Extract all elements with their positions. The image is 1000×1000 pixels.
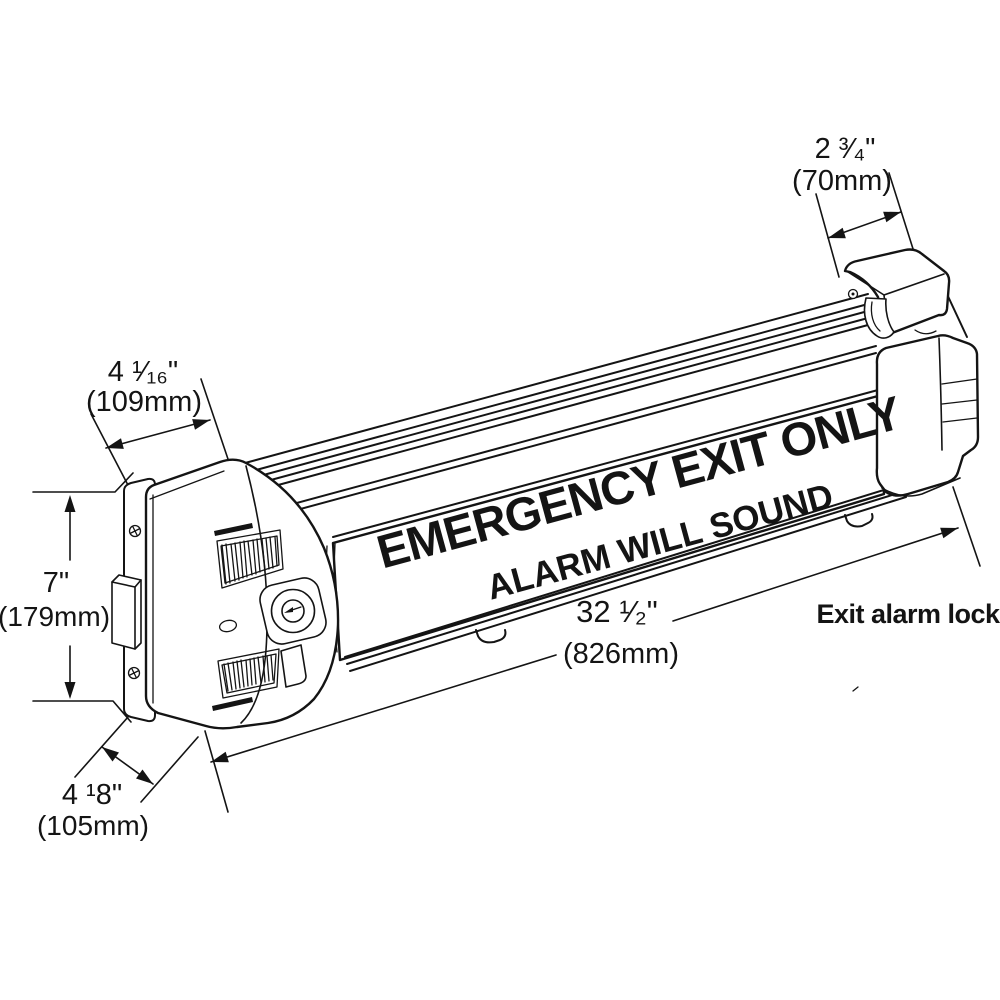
pad-bracket — [280, 644, 307, 688]
dim-top-depth — [90, 378, 231, 490]
arrowhead — [940, 527, 958, 539]
bottom-grille — [212, 648, 280, 711]
latch-body — [843, 248, 951, 335]
dim-length-mm: (826mm) — [563, 638, 679, 670]
latch-screw-dot — [851, 292, 855, 296]
arrowhead — [64, 495, 76, 512]
mount-foot — [475, 629, 507, 644]
dim-bottom-depth — [74, 716, 199, 803]
end-cap-foot — [881, 477, 961, 497]
stray-mark — [852, 686, 859, 692]
end-cap — [875, 334, 980, 497]
arrowhead — [883, 211, 901, 223]
mount-foot — [844, 513, 874, 528]
arrowhead — [828, 227, 846, 239]
arrowhead — [136, 769, 153, 784]
dim-bottom-depth-mm: (105mm) — [37, 810, 149, 841]
head-top-face — [149, 470, 225, 500]
arrowhead — [64, 682, 76, 699]
screw-bottom — [127, 666, 141, 680]
end-cap-edge — [938, 337, 943, 451]
latch-hook-inner — [870, 301, 881, 332]
arrowhead — [102, 747, 119, 762]
latch-strike-curve — [914, 329, 937, 335]
bottom-flange — [344, 483, 907, 672]
screw-top — [128, 524, 142, 538]
end-cap-body — [875, 334, 980, 497]
latch-top-edge — [883, 273, 945, 296]
dim-top-depth-mm: (109mm) — [86, 386, 202, 418]
latch-assembly — [843, 248, 951, 339]
push-bar — [244, 291, 968, 672]
dimension-labels: 2 ³⁄₄" (70mm) 4 ¹⁄₁₆" (109mm) 7" (179mm)… — [0, 133, 1000, 841]
arrowhead — [106, 438, 124, 449]
key-cylinder — [259, 577, 327, 645]
dim-length — [204, 486, 981, 813]
top-grille — [214, 523, 284, 589]
dim-top-width-mm: (70mm) — [792, 165, 892, 197]
callout-exit-alarm-lock: Exit alarm lock — [816, 599, 1000, 629]
dim-top-depth-in: 4 ¹⁄₁₆" — [108, 356, 178, 388]
dim-height-mm: (179mm) — [0, 601, 110, 632]
dimension-lines — [32, 172, 981, 813]
oval-detail — [218, 619, 238, 633]
dim-length-in: 32 ¹⁄₂" — [576, 594, 658, 629]
arrowhead — [192, 419, 210, 430]
dim-top-width — [815, 172, 915, 278]
dim-height-in: 7" — [43, 567, 69, 599]
dim-height — [32, 472, 134, 723]
head-unit — [111, 458, 340, 730]
dim-bottom-depth-in: 4 ¹8" — [62, 779, 122, 811]
dim-top-width-in: 2 ³⁄₄" — [815, 133, 876, 165]
arrowhead — [211, 751, 229, 763]
end-cap-divisions — [941, 378, 978, 423]
channel-rails — [244, 291, 968, 538]
strike-box — [111, 574, 142, 650]
